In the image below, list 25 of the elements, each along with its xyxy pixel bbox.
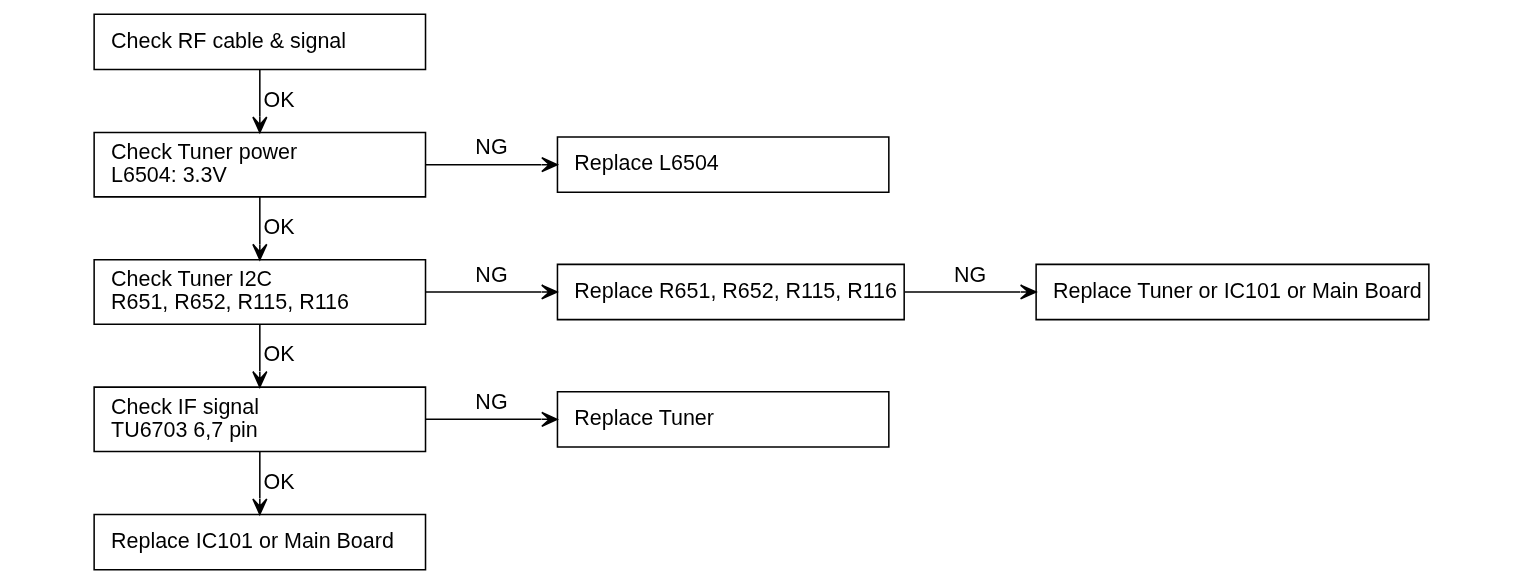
- edge-label: OK: [262, 342, 295, 367]
- arrow: [424, 284, 558, 300]
- arrow: [903, 284, 1037, 300]
- edge-label: OK: [262, 87, 295, 112]
- edge-label: NG: [953, 262, 986, 287]
- arrow: [251, 450, 267, 516]
- node-box: Check IF signal TU6703 6,7 pin: [92, 386, 426, 453]
- arrow: [424, 157, 558, 173]
- node-box: Check Tuner I2C R651, R652, R115, R116: [92, 259, 426, 325]
- arrow: [251, 69, 267, 134]
- arrow: [424, 411, 558, 427]
- node-box: Check RF cable & signal: [92, 13, 426, 71]
- node-box: Replace Tuner or IC101 or Main Board: [1034, 263, 1430, 321]
- edge-label: NG: [474, 135, 508, 160]
- node-box: Check Tuner power L6504: 3.3V: [92, 131, 426, 198]
- edge-label: NG: [474, 389, 508, 414]
- node-box: Replace IC101 or Main Board: [92, 513, 426, 571]
- arrow: [251, 196, 267, 261]
- node-box: Replace Tuner: [556, 390, 890, 448]
- edge-label: OK: [262, 469, 295, 494]
- edge-label: NG: [474, 262, 508, 287]
- node-box: Replace L6504: [556, 136, 890, 194]
- arrow: [251, 323, 267, 388]
- edge-label: OK: [262, 215, 295, 240]
- node-box: Replace R651, R652, R115, R116: [556, 263, 905, 321]
